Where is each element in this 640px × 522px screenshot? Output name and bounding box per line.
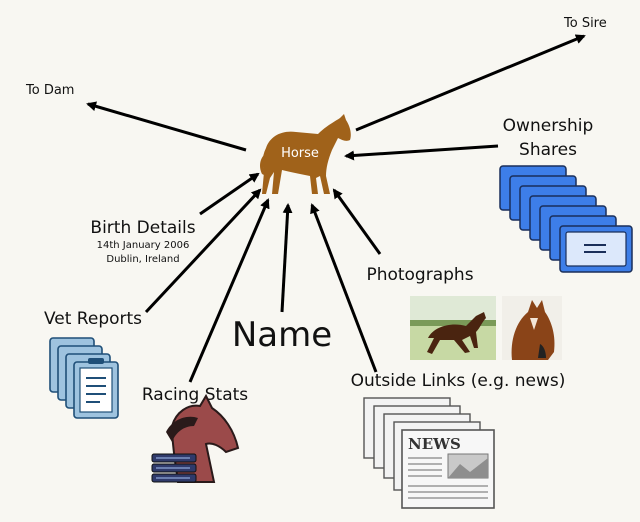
- horse-photo-portrait: [502, 296, 562, 360]
- arrow-to-dam: [86, 101, 247, 152]
- newspapers-icon: NEWS: [363, 397, 495, 509]
- outside-links-label: Outside Links (e.g. news): [351, 371, 566, 391]
- vet-reports-icon: [49, 337, 119, 419]
- news-masthead: NEWS: [408, 435, 461, 453]
- to-dam-label: To Dam: [25, 83, 74, 98]
- arrow-name: [280, 203, 293, 313]
- horse-photo-running: [410, 296, 496, 360]
- to-sire-label: To Sire: [563, 16, 607, 31]
- arrow-vet-reports: [144, 188, 262, 314]
- ownership-shares-icon: [499, 165, 633, 273]
- arrow-to-sire: [355, 34, 586, 132]
- horse-label: Horse: [281, 146, 319, 161]
- birth-details-label: Birth Details: [90, 218, 195, 238]
- ownership-label-line1: Ownership: [503, 116, 594, 136]
- photographs-label: Photographs: [366, 265, 473, 285]
- arrow-racing-stats: [188, 198, 270, 383]
- birth-date: 14th January 2006: [97, 240, 190, 251]
- arrow-photographs: [332, 188, 382, 255]
- racing-stats-label: Racing Stats: [142, 385, 248, 405]
- birth-place: Dublin, Ireland: [106, 254, 179, 265]
- horse-icon: [260, 114, 351, 194]
- ownership-label-line2: Shares: [519, 140, 577, 160]
- name-label: Name: [232, 315, 332, 355]
- arrow-birth-details: [199, 172, 260, 216]
- arrow-outside-links: [310, 203, 378, 373]
- vet-reports-label: Vet Reports: [44, 309, 142, 329]
- racing-stats-icon: [151, 393, 240, 483]
- arrow-ownership: [344, 144, 499, 161]
